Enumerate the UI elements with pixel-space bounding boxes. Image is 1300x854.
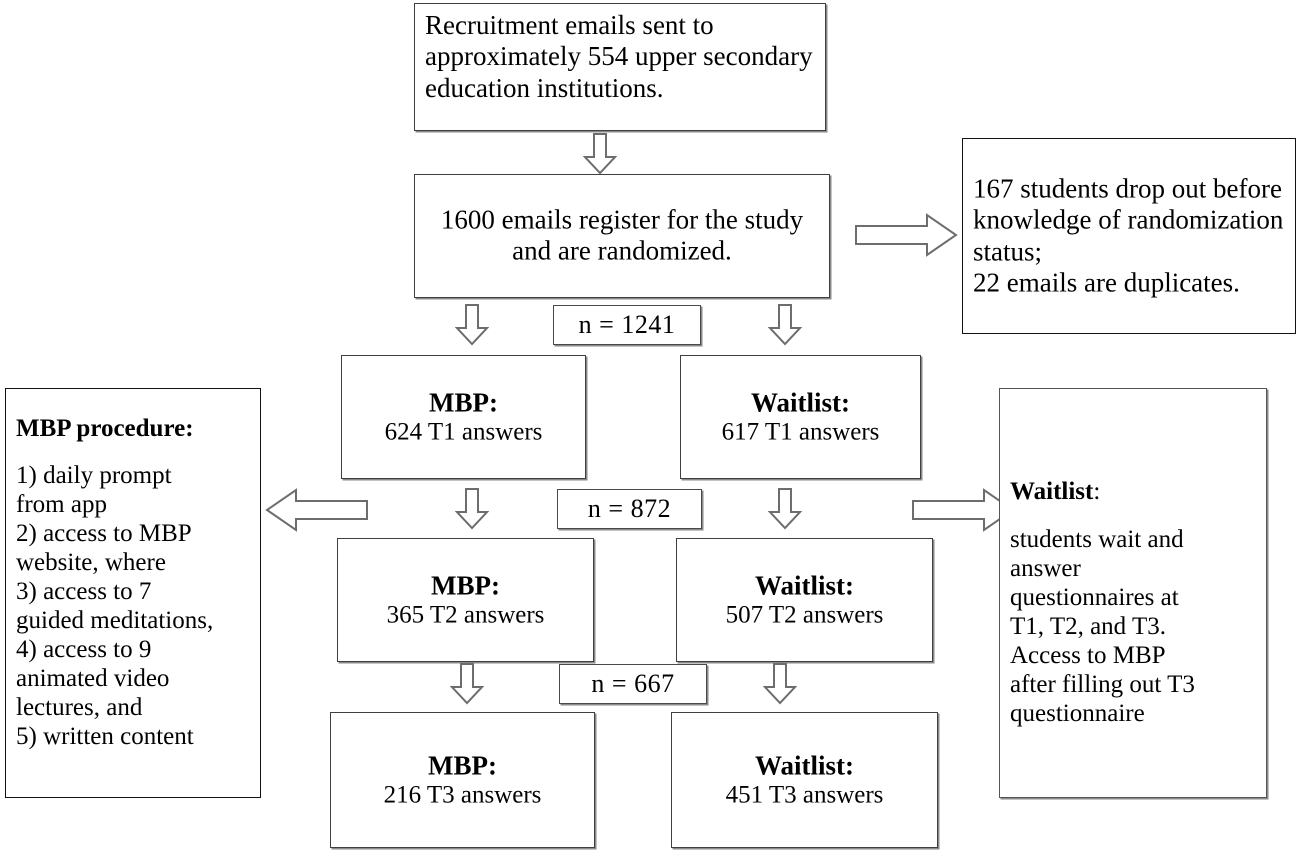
node-mbp-procedure-content: MBP procedure: 1) daily prompt from app … [6,389,260,776]
arrow-left-to-mbp-procedure [264,487,368,533]
arrow-down-recruit-to-registered [583,133,617,175]
node-mbp-t3-content: MBP: 216 T3 answers [331,751,594,810]
node-recruitment: Recruitment emails sent to approximately… [414,3,826,131]
node-mbp-procedure-body: 1) daily prompt from app 2) access to MB… [16,462,214,751]
node-waitlist-procedure-heading-suffix: : [1093,478,1101,505]
node-mbp-t2-title: MBP: [431,570,500,601]
n-label-t1: n = 1241 [553,305,701,345]
node-waitlist-t3: Waitlist: 451 T3 answers [671,712,938,848]
node-mbp-t2-sub: 365 T2 answers [386,601,545,629]
node-waitlist-procedure-heading: Waitlist [1010,478,1094,505]
n-label-t3-text: n = 667 [591,669,675,698]
node-mbp-t1: MBP: 624 T1 answers [341,355,586,479]
node-registered: 1600 emails register for the study and a… [414,174,830,298]
arrow-down-to-waitlist-t1 [768,304,802,346]
node-mbp-t1-title: MBP: [429,387,498,418]
arrow-down-to-waitlist-t2 [768,488,802,530]
node-mbp-t2-content: MBP: 365 T2 answers [338,571,593,630]
arrow-down-to-mbp-t1 [455,304,489,346]
n-label-t2-text: n = 872 [587,494,672,523]
node-mbp-t3-sub: 216 T3 answers [383,781,542,809]
node-waitlist-t1-title: Waitlist: [751,387,850,418]
node-waitlist-procedure-body: students wait and answer questionnaires … [1010,525,1195,727]
node-mbp-procedure: MBP procedure: 1) daily prompt from app … [5,388,261,798]
node-waitlist-t2-title: Waitlist: [755,570,854,601]
node-waitlist-t2-content: Waitlist: 507 T2 answers [677,571,932,630]
node-waitlist-procedure-heading-line: Waitlist: [1010,458,1256,506]
node-waitlist-t1-sub: 617 T1 answers [721,418,880,446]
node-waitlist-t3-sub: 451 T3 answers [725,781,884,809]
arrow-down-to-waitlist-t3 [763,663,797,705]
n-label-t3: n = 667 [559,664,707,704]
node-mbp-t1-content: MBP: 624 T1 answers [342,388,585,447]
arrow-down-to-mbp-t2 [455,488,489,530]
arrow-down-to-mbp-t3 [450,663,484,705]
node-registered-text: 1600 emails register for the study and a… [440,204,804,266]
node-waitlist-procedure-content: Waitlist: students wait and answer quest… [1000,434,1266,752]
node-recruitment-text: Recruitment emails sent to approximately… [425,10,813,103]
arrow-right-registered-to-dropout [855,212,959,258]
n-label-t2: n = 872 [557,489,702,529]
node-mbp-t3-title: MBP: [428,750,497,781]
node-waitlist-t1: Waitlist: 617 T1 answers [680,355,921,479]
node-mbp-t2: MBP: 365 T2 answers [337,538,594,662]
node-mbp-procedure-heading: MBP procedure: [16,414,194,442]
node-waitlist-t1-content: Waitlist: 617 T1 answers [681,388,920,447]
node-waitlist-procedure: Waitlist: students wait and answer quest… [999,388,1267,798]
n-label-t1-text: n = 1241 [578,310,676,339]
node-mbp-t1-sub: 624 T1 answers [384,418,543,446]
node-waitlist-t2: Waitlist: 507 T2 answers [676,538,933,662]
node-waitlist-t3-title: Waitlist: [755,750,854,781]
node-waitlist-t3-content: Waitlist: 451 T3 answers [672,751,937,810]
node-dropout: 167 students drop out before knowledge o… [962,138,1296,334]
arrow-right-to-waitlist-procedure [912,487,1016,533]
node-mbp-t3: MBP: 216 T3 answers [330,712,595,848]
node-waitlist-t2-sub: 507 T2 answers [725,601,884,629]
node-dropout-text: 167 students drop out before knowledge o… [973,173,1284,298]
